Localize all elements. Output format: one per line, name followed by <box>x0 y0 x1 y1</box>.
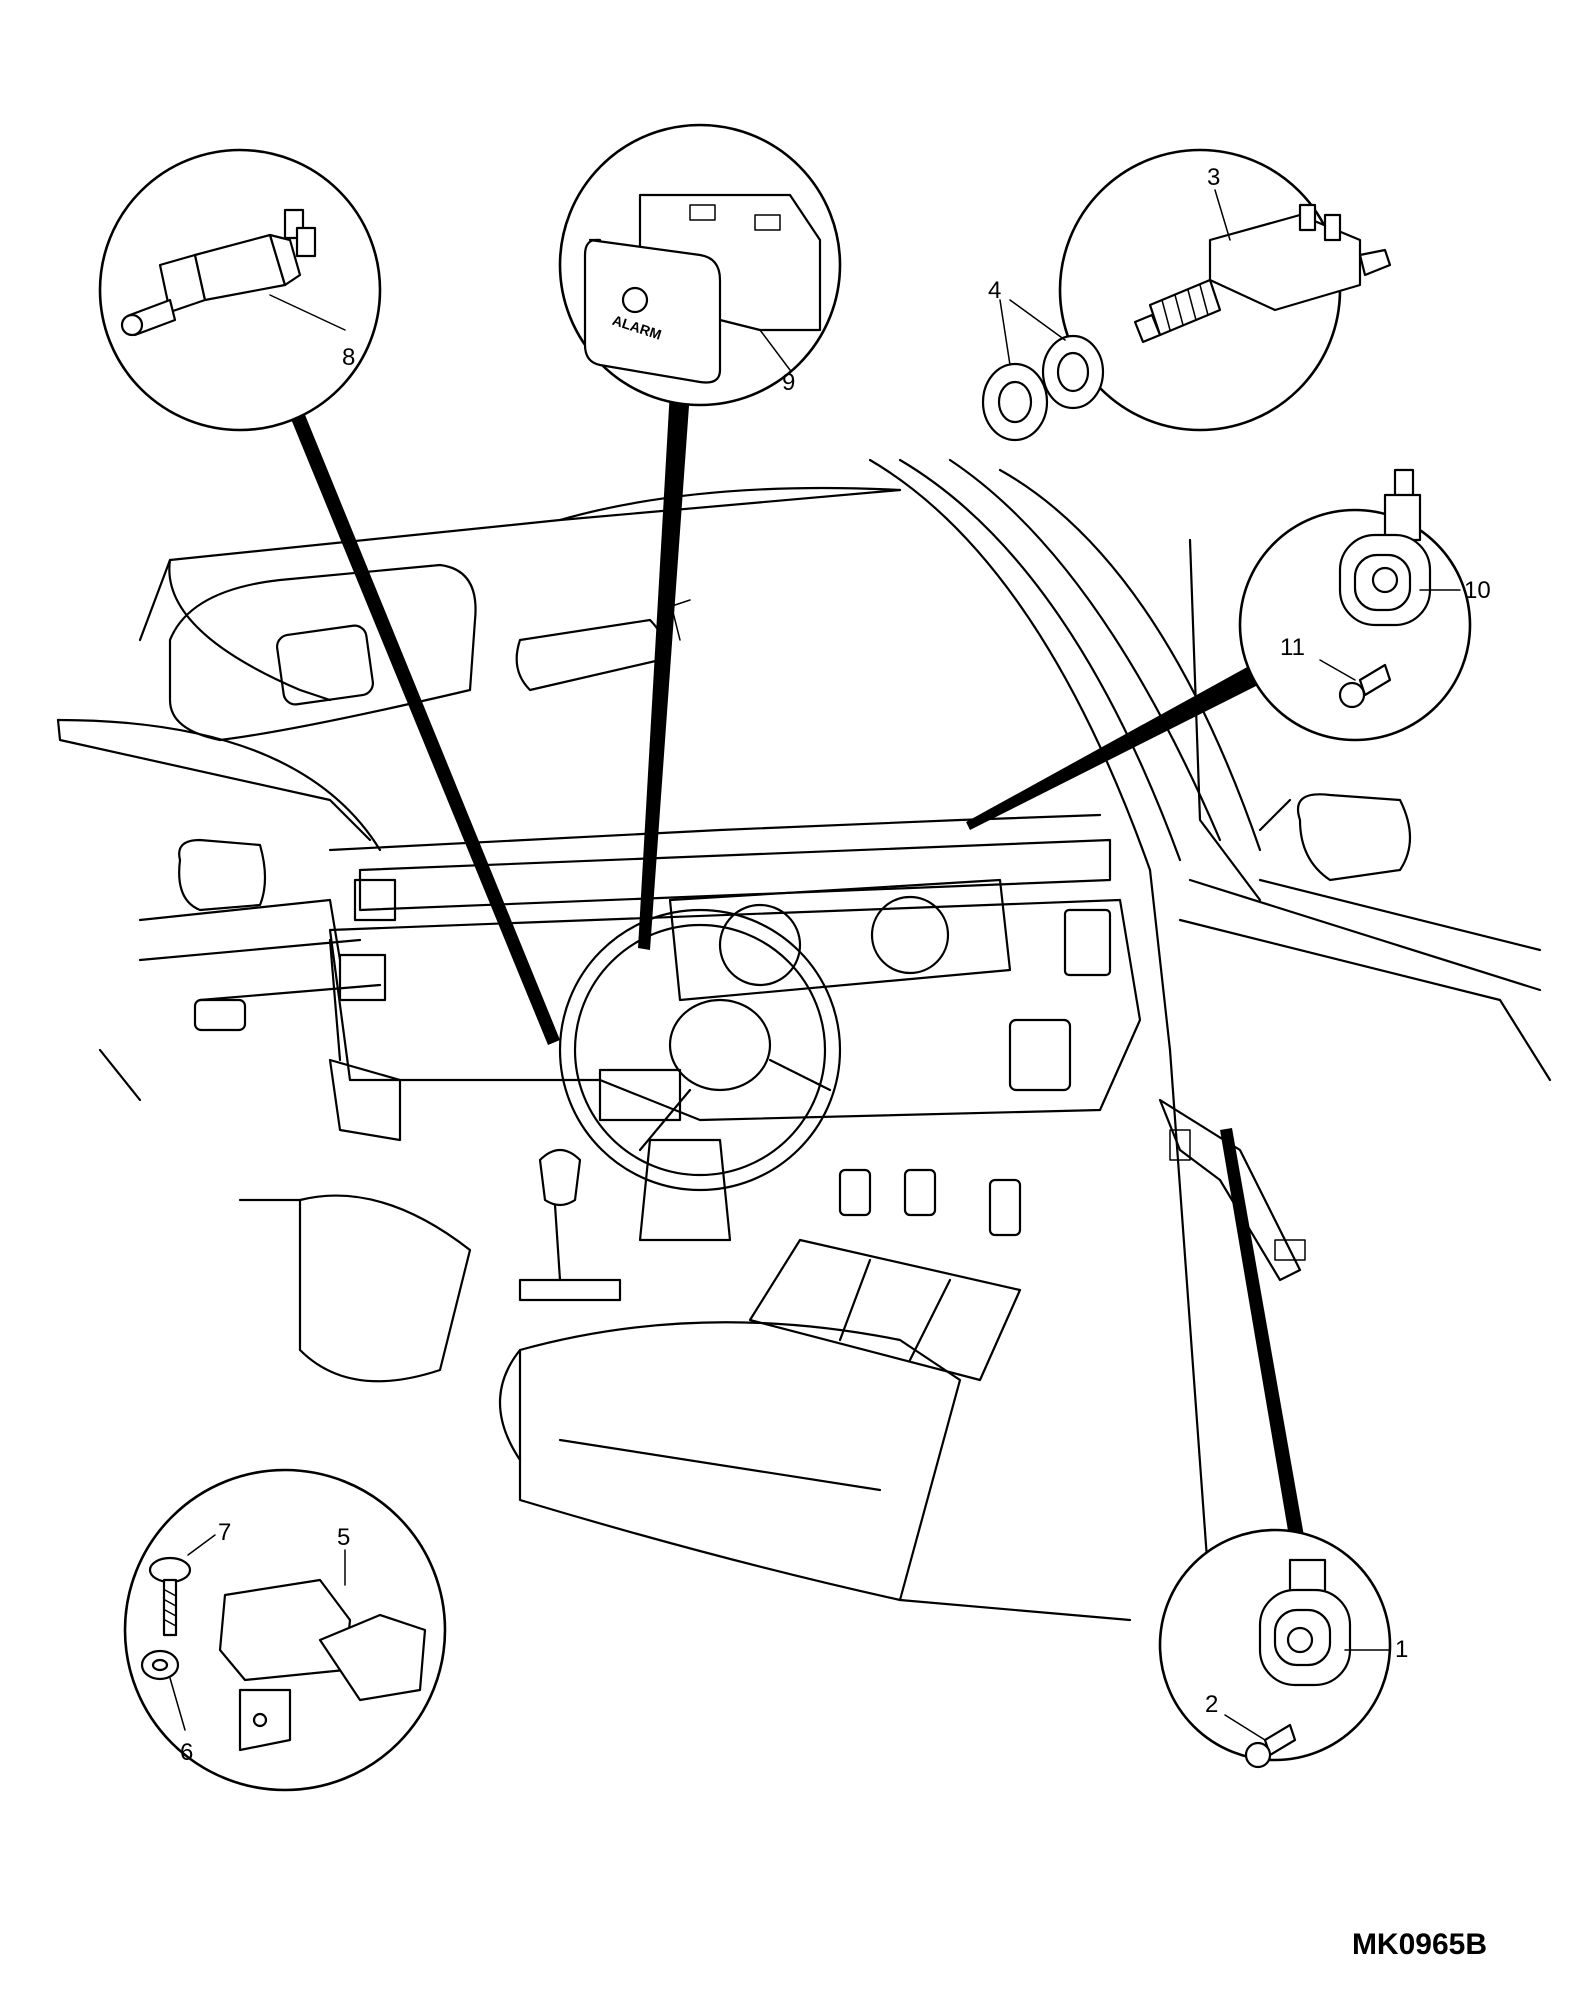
callout-label-1: 1 <box>1395 1636 1408 1663</box>
callout-item-3: 3 <box>1058 148 1392 432</box>
callout-label-8: 8 <box>342 344 355 371</box>
pointer-9 <box>638 390 690 950</box>
callout-label-3: 3 <box>1207 164 1220 191</box>
callout-item-6: 6 <box>140 1649 193 1766</box>
callout-item-7: 7 <box>148 1519 231 1637</box>
callout-label-5: 5 <box>337 1524 350 1551</box>
callout-label-6: 6 <box>180 1739 193 1766</box>
callout-item-8: 8 <box>98 148 382 432</box>
callout-item-4-nuts: 4 <box>981 277 1105 442</box>
pointer-10 <box>966 660 1268 830</box>
callout-label-4: 4 <box>988 277 1001 304</box>
callout-item-11: 11 <box>1280 634 1392 709</box>
callout-label-11: 11 <box>1280 634 1305 661</box>
callout-item-10: 10 <box>1238 468 1491 742</box>
callout-label-9: 9 <box>782 369 795 396</box>
callout-item-5: 5 <box>123 1468 447 1792</box>
leader-lines <box>275 378 1310 1572</box>
callout-item-9: ALARM 9 <box>558 123 842 407</box>
callout-label-7: 7 <box>218 1519 231 1546</box>
callout-item-2: 2 <box>1205 1691 1297 1769</box>
callout-label-10: 10 <box>1464 577 1491 604</box>
pointer-1 <box>1220 1128 1310 1572</box>
callout-item-1: 1 <box>1158 1528 1408 1762</box>
pointer-8 <box>275 378 560 1045</box>
callout-label-2: 2 <box>1205 1691 1218 1718</box>
diagram-reference-code: MK0965B <box>1351 1928 1487 1961</box>
car-interior-illustration <box>56 458 1552 1622</box>
